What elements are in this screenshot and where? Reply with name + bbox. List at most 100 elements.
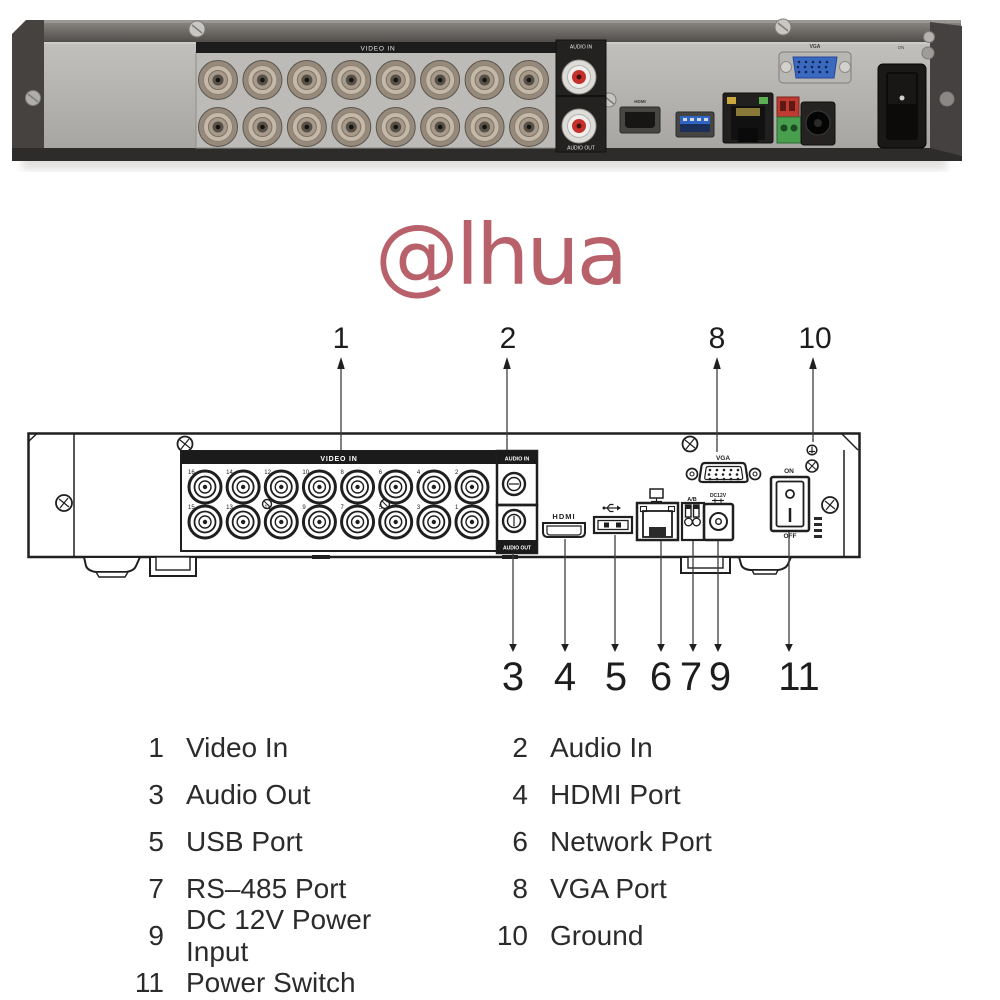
arrow-up-icon (713, 357, 721, 369)
bnc-connector-icon (420, 60, 461, 100)
photo-video-in-label: VIDEO IN (361, 46, 396, 53)
screw-icon (25, 18, 955, 108)
photo-on-label: ON (898, 45, 905, 50)
bnc-channel-number: 6 (379, 470, 383, 476)
screw-icon (55, 435, 839, 514)
photo-hdmi-label: HDMI (634, 99, 646, 104)
callout-5: 5 (605, 535, 627, 699)
legend-label: HDMI Port (550, 778, 681, 810)
callout-7: 7 (680, 541, 702, 699)
bnc-connector-icon (198, 60, 238, 100)
photo-video-in-strip (196, 42, 556, 53)
photo-network-port (722, 92, 774, 144)
arrow-up-icon (503, 357, 511, 369)
bnc-connector-icon (416, 504, 452, 540)
bnc-connector-icon (331, 107, 372, 147)
callout-9: 9 (709, 541, 731, 699)
arrow-down-icon (689, 644, 697, 652)
screw-icon (748, 467, 762, 481)
rca-connector-icon (561, 108, 597, 144)
callout-number: 3 (502, 655, 524, 699)
diagram-usb-port (592, 503, 634, 535)
bnc-connector-icon (242, 107, 283, 147)
legend-label: VGA Port (550, 872, 667, 904)
bnc-connector-icon (509, 107, 550, 147)
arrow-down-icon (611, 644, 619, 652)
legend-label: USB Port (186, 825, 303, 857)
bnc-channel-number: 3 (417, 505, 421, 511)
bnc-connector-icon (198, 107, 238, 147)
bnc-connector-icon (416, 469, 452, 505)
photo-dc-jack (800, 101, 836, 146)
screw-icon (685, 467, 699, 481)
legend-number: 4 (512, 778, 528, 810)
bnc-channel-number: 7 (341, 505, 345, 511)
legend-label: Video In (186, 731, 289, 763)
bnc-connector-icon (301, 469, 337, 505)
bnc-channel-number: 9 (302, 505, 306, 511)
bnc-connector-icon (286, 60, 327, 100)
legend-number: 8 (512, 872, 528, 904)
diagram-audio-block: AUDIO IN AUDIO OUT (495, 449, 539, 555)
callout-2: 2 (500, 322, 517, 450)
arrow-down-icon (714, 644, 722, 652)
legend-label: Power Switch (186, 966, 356, 998)
legend-number: 2 (512, 731, 528, 763)
bnc-connector-icon (340, 504, 376, 540)
callout-number: 2 (500, 322, 517, 355)
bnc-connector-icon (286, 107, 327, 147)
screw-icon (780, 61, 792, 73)
photo-bnc-connectors (198, 60, 550, 147)
legend-number: 1 (148, 731, 164, 763)
bnc-connector-icon (454, 469, 490, 505)
legend-number: 9 (148, 919, 164, 951)
legend-number: 11 (134, 966, 164, 998)
arrow-up-icon (337, 357, 345, 369)
screw-icon (839, 61, 851, 73)
bnc-connector-icon (378, 469, 414, 505)
legend-label: RS–485 Port (186, 872, 347, 904)
bnc-connector-icon (375, 107, 416, 147)
network-icon (649, 488, 664, 503)
diagram-power-switch: ON OFF (769, 468, 811, 540)
legend-number: 10 (496, 919, 528, 951)
legend-number: 5 (148, 825, 164, 857)
diagram-hdmi-port: HDMI (542, 512, 586, 538)
arrow-down-icon (561, 644, 569, 652)
photo-power-switch: ON (877, 45, 927, 149)
photo-hdmi-port: HDMI (619, 99, 661, 134)
diagram-audio-in-label: AUDIO IN (505, 457, 530, 463)
bnc-channel-number: 10 (302, 470, 309, 476)
bnc-connector-icon (187, 469, 223, 505)
bnc-connector-icon (378, 504, 414, 540)
bnc-connector-icon (454, 504, 490, 540)
bnc-connector-icon (225, 469, 261, 505)
callout-number: 11 (778, 655, 820, 699)
legend-number: 7 (148, 872, 164, 904)
diagram-dc-jack: DC12V (702, 493, 735, 542)
bnc-connector-icon (225, 504, 261, 540)
bnc-connector-icon (242, 60, 283, 100)
brand-watermark: @lhua (374, 206, 628, 304)
diagram-vga-label: VGA (716, 455, 730, 462)
photo-audio-out-label: AUDIO OUT (567, 146, 595, 152)
bnc-connector-icon (340, 469, 376, 505)
photo-vga-label: VGA (810, 44, 821, 50)
callout-10: 10 (798, 322, 832, 442)
photo-audio-in-label: AUDIO IN (570, 45, 593, 51)
diagram-network-port (635, 488, 680, 542)
usb-icon (602, 503, 621, 513)
diagram-vga-port: VGA (685, 455, 762, 484)
callout-1: 1 (333, 322, 349, 450)
bnc-connector-icon (263, 469, 299, 505)
diagram-video-in-label: VIDEO IN (320, 456, 357, 463)
callout-number: 4 (554, 655, 576, 699)
arrow-up-icon (809, 357, 817, 369)
photo-audio-block: AUDIO IN AUDIO OUT (555, 39, 607, 153)
arrow-down-icon (657, 644, 665, 652)
legend-label: Network Port (550, 825, 712, 857)
callout-number: 5 (605, 655, 627, 699)
bnc-connector-icon (420, 107, 461, 147)
